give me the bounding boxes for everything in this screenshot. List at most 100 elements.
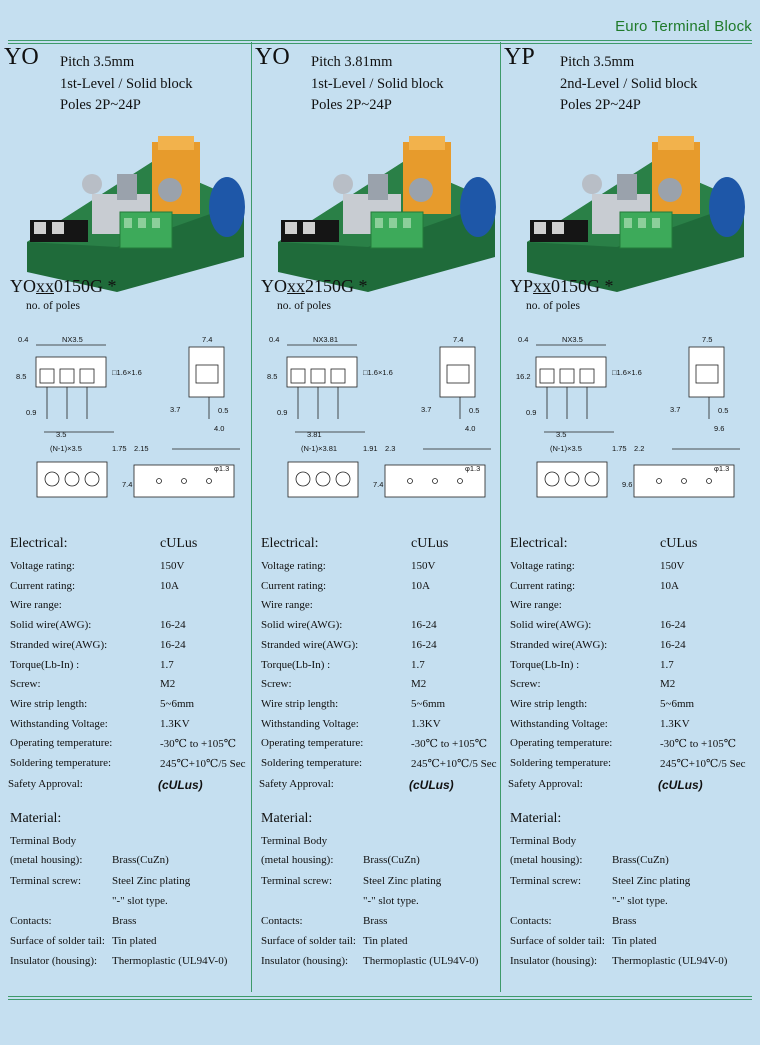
- spec-label: Wire range:: [261, 599, 313, 612]
- spec-row: Solid wire(AWG):16-24: [261, 619, 437, 632]
- column-divider-2: [500, 42, 501, 992]
- mat-contacts: Contacts:Brass: [261, 915, 388, 927]
- spec-label: Wire range:: [10, 599, 62, 612]
- spec-row: Current rating:10A: [261, 579, 430, 592]
- safety-approval: Safety Approval: (cULus): [8, 778, 203, 792]
- spec-value: 16-24: [160, 619, 186, 632]
- series-code: YO: [4, 44, 39, 70]
- spec-label: Operating temperature:: [10, 737, 113, 750]
- spec-label: Current rating:: [261, 579, 327, 592]
- model-number: YPxx0150G *: [510, 276, 614, 296]
- spec-label: Wire strip length:: [10, 697, 88, 710]
- product-summary: Pitch 3.81mm 1st-Level / Solid block Pol…: [311, 52, 444, 117]
- spec-row: Wire range:: [10, 599, 62, 611]
- dim-hole: φ1.3: [714, 464, 729, 473]
- spec-value: 245℃+10℃/5 Sec: [160, 758, 246, 770]
- spec-label: Torque(Lb-In) :: [10, 658, 80, 671]
- spec-label: Solid wire(AWG):: [261, 619, 343, 632]
- spec-row: Torque(Lb-In) :1.7: [510, 659, 674, 671]
- dim-wire: □1.6×1.6: [612, 368, 642, 377]
- model-number: YOxx0150G *: [10, 276, 117, 296]
- cert-heading: cULus: [660, 536, 698, 551]
- spec-value: M2: [660, 678, 676, 691]
- spec-row: Wire range:: [261, 599, 313, 611]
- spec-value: 1.3KV: [411, 717, 441, 730]
- spec-label: Withstanding Voltage:: [261, 717, 359, 730]
- spec-value: -30℃ to +105℃: [660, 738, 737, 751]
- spec-value: M2: [160, 678, 176, 691]
- safety-approval: Safety Approval: (cULus): [508, 778, 703, 792]
- dim-n1: (N-1)×3.81: [301, 444, 337, 453]
- spec-row: Voltage rating:150V: [510, 560, 684, 572]
- spec-value: 150V: [160, 560, 185, 572]
- spec-row: Withstanding Voltage:1.3KV: [10, 718, 190, 730]
- spec-row: Operating temperature:-30℃ to +105℃: [10, 737, 236, 750]
- dim-side-top: 7.4: [453, 335, 463, 344]
- dim-a: 0.4: [518, 335, 528, 344]
- spec-value: 16-24: [660, 638, 686, 651]
- spec-label: Solid wire(AWG):: [10, 619, 92, 632]
- dim-g: 0.5: [218, 406, 228, 415]
- spec-label: Screw:: [510, 678, 541, 691]
- dim-p: 3.5: [556, 430, 566, 439]
- cul-us-mark: (cULus): [158, 778, 203, 792]
- dim-g: 0.5: [718, 406, 728, 415]
- mat-insulator: Insulator (housing):Thermoplastic (UL94V…: [510, 955, 728, 967]
- poles-text: Poles 2P~24P: [60, 97, 141, 113]
- mat-insulator: Insulator (housing):Thermoplastic (UL94V…: [261, 955, 479, 967]
- dim-a: 0.4: [269, 335, 279, 344]
- spec-row: Torque(Lb-In) :1.7: [261, 659, 425, 671]
- pitch-text: Pitch 3.5mm: [60, 54, 135, 70]
- spec-row: Withstanding Voltage:1.3KV: [510, 718, 690, 730]
- dim-g: 0.5: [469, 406, 479, 415]
- spec-value: 1.3KV: [160, 717, 190, 730]
- page-header-title: Euro Terminal Block: [615, 18, 752, 35]
- poles-note: no. of poles: [526, 300, 580, 312]
- spec-value: 1.7: [411, 658, 425, 671]
- dim-e: 3.7: [170, 405, 180, 414]
- spec-value: 1.7: [160, 658, 174, 671]
- dim-b: 0.9: [526, 408, 536, 417]
- spec-label: Stranded wire(AWG):: [510, 638, 608, 651]
- pitch-text: Pitch 3.5mm: [560, 54, 635, 70]
- spec-value: 1.7: [660, 658, 674, 671]
- dim-f: 4.0: [465, 424, 475, 433]
- dim-c: 1.75: [612, 444, 627, 453]
- safety-approval: Safety Approval: (cULus): [259, 778, 454, 792]
- dim-wire: □1.6×1.6: [112, 368, 142, 377]
- spec-value: -30℃ to +105℃: [411, 738, 488, 751]
- spec-row: Stranded wire(AWG): 16-24: [261, 638, 437, 651]
- product-summary: Pitch 3.5mm 2nd-Level / Solid block Pole…: [560, 52, 697, 117]
- spec-value: 16-24: [160, 638, 186, 651]
- spec-row: Screw: M2: [510, 678, 675, 691]
- dim-w: 7.4: [373, 480, 383, 489]
- spec-row: Soldering temperature:245℃+10℃/5 Sec: [510, 757, 746, 770]
- spec-row: Voltage rating: 150V: [10, 560, 184, 572]
- dim-e: 3.7: [670, 405, 680, 414]
- dim-e: 3.7: [421, 405, 431, 414]
- spec-row: Screw:M2: [10, 678, 175, 690]
- spec-row: Operating temperature:-30℃ to +105℃: [261, 737, 487, 750]
- level-text: 1st-Level / Solid block: [60, 75, 193, 92]
- spec-label: Voltage rating:: [10, 560, 75, 572]
- spec-label: Solid wire(AWG):: [510, 619, 592, 632]
- model-number: YOxx2150G *: [261, 276, 368, 296]
- spec-label: Stranded wire(AWG):: [10, 638, 108, 651]
- spec-value: 5~6mm: [660, 697, 695, 710]
- spec-value: 245℃+10℃/5 Sec: [411, 758, 497, 770]
- spec-label: Wire strip length:: [261, 697, 339, 710]
- series-code: YO: [255, 44, 290, 70]
- spec-label: Stranded wire(AWG):: [261, 638, 359, 651]
- spec-label: Soldering temperature:: [10, 757, 112, 769]
- dim-d: 2.15: [134, 444, 149, 453]
- spec-value: 16-24: [411, 638, 437, 651]
- electrical-heading: Electrical:: [261, 536, 319, 551]
- poles-text: Poles 2P~24P: [560, 97, 641, 113]
- product-photo: [527, 136, 745, 292]
- cert-heading: cULus: [411, 536, 449, 551]
- cert-heading: cULus: [160, 536, 198, 551]
- spec-row: Soldering temperature: 245℃+10℃/5 Sec: [10, 757, 246, 770]
- mat-terminal-body: Terminal Body: [510, 835, 577, 847]
- dim-w: 7.4: [122, 480, 132, 489]
- cul-us-mark: (cULus): [409, 778, 454, 792]
